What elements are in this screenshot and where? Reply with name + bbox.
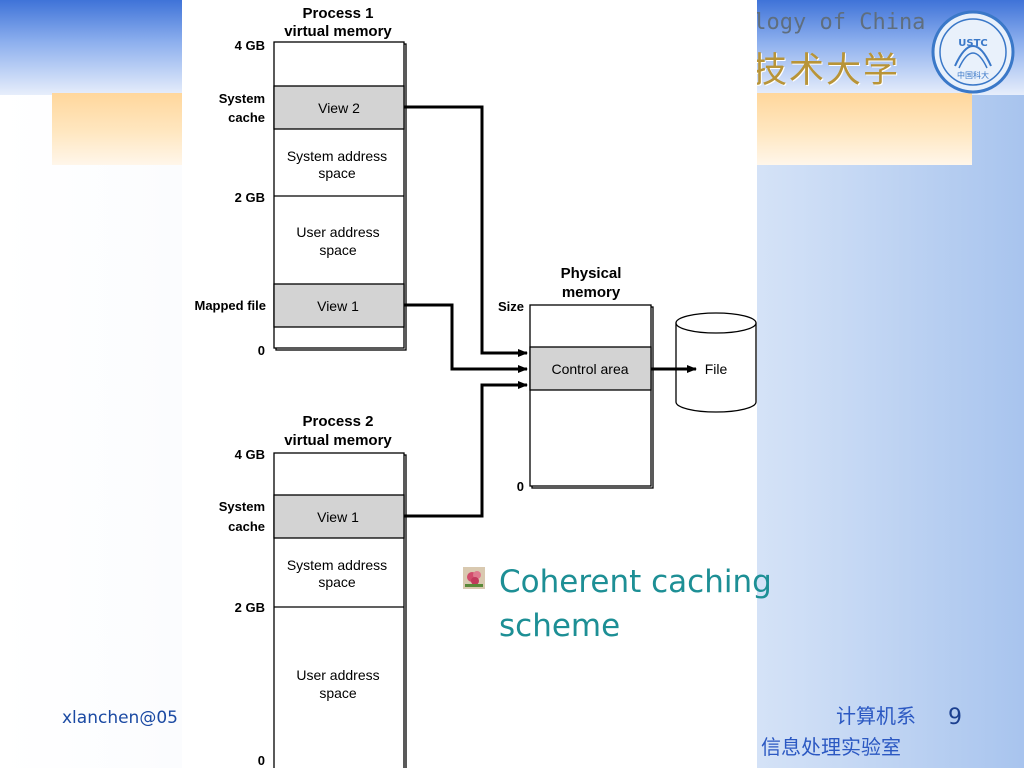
process2-sys-label-2: space — [318, 574, 356, 590]
physical-memory-block — [529, 304, 652, 487]
process1-view2-label: View 2 — [318, 100, 360, 116]
process1-mapped-file-label: Mapped file — [194, 298, 266, 313]
university-name-english: ology of China — [740, 10, 926, 35]
arrow-p1-view2-to-control — [404, 105, 528, 357]
process2-addr-4gb: 4 GB — [235, 447, 265, 462]
page-number: 9 — [948, 705, 962, 730]
process1-title-line1: Process 1 — [303, 5, 374, 22]
file-label: File — [705, 361, 728, 377]
ustc-logo-icon: USTC 中国科大 — [931, 10, 1015, 94]
process1-region-view1 — [273, 283, 405, 328]
process1-system-cache-1: System — [219, 91, 265, 106]
process1-system-cache-2: cache — [228, 110, 265, 125]
physical-title-line1: Physical — [561, 265, 622, 282]
mapping-arrows — [404, 105, 697, 518]
arrow-p1-view1-to-control — [404, 303, 528, 373]
control-area-label: Control area — [551, 361, 628, 377]
process1-user-label-2: space — [319, 242, 357, 258]
logo-text-top: USTC — [958, 38, 987, 49]
diagram-panel: Process 1 virtual memory View 2 System a… — [182, 0, 757, 768]
process2-title-line2: virtual memory — [284, 432, 392, 449]
process1-region-view2 — [273, 85, 405, 130]
control-area-region — [529, 346, 652, 391]
memory-mapping-diagram: Process 1 virtual memory View 2 System a… — [194, 5, 757, 768]
process1-sys-label-1: System address — [287, 148, 387, 164]
physical-memory: Physical memory Control area Size 0 — [498, 265, 654, 494]
process1-view1-label: View 1 — [317, 298, 359, 314]
process1-addr-4gb: 4 GB — [235, 38, 265, 53]
process2-sys-label-1: System address — [287, 557, 387, 573]
process1-title-line2: virtual memory — [284, 23, 392, 40]
process2-title-line1: Process 2 — [303, 413, 374, 430]
process1-virtual-memory: Process 1 virtual memory View 2 System a… — [194, 5, 407, 358]
physical-title-line2: memory — [562, 284, 621, 301]
process2-system-cache-2: cache — [228, 519, 265, 534]
process2-view1-label: View 1 — [317, 509, 359, 525]
logo-text-bottom: 中国科大 — [957, 70, 989, 80]
bullet-coherent-caching: Coherent caching scheme — [499, 564, 772, 644]
process2-region-view1 — [273, 494, 405, 539]
process2-virtual-memory: Process 2 virtual memory View 1 System a… — [219, 413, 407, 768]
footer-lab: 信息处理实验室 — [761, 735, 901, 759]
footer-author: xlanchen@05 — [62, 708, 178, 728]
university-name-chinese: 技术大学 — [752, 51, 901, 91]
process2-user-label-1: User address — [296, 667, 379, 683]
arrow-p2-view1-to-control — [404, 381, 528, 518]
process2-user-label-2: space — [319, 685, 357, 701]
physical-addr-0: 0 — [517, 479, 524, 494]
physical-size-label: Size — [498, 299, 524, 314]
process2-addr-2gb: 2 GB — [235, 600, 265, 615]
process2-addr-0: 0 — [258, 753, 265, 768]
footer-department: 计算机系 — [836, 704, 916, 728]
file-cylinder: File — [675, 312, 757, 413]
process2-system-cache-1: System — [219, 499, 265, 514]
process1-addr-0: 0 — [258, 343, 265, 358]
process1-sys-label-2: space — [318, 165, 356, 181]
process1-user-label-1: User address — [296, 224, 379, 240]
process1-addr-2gb: 2 GB — [235, 190, 265, 205]
flower-bullet-icon — [463, 567, 485, 589]
